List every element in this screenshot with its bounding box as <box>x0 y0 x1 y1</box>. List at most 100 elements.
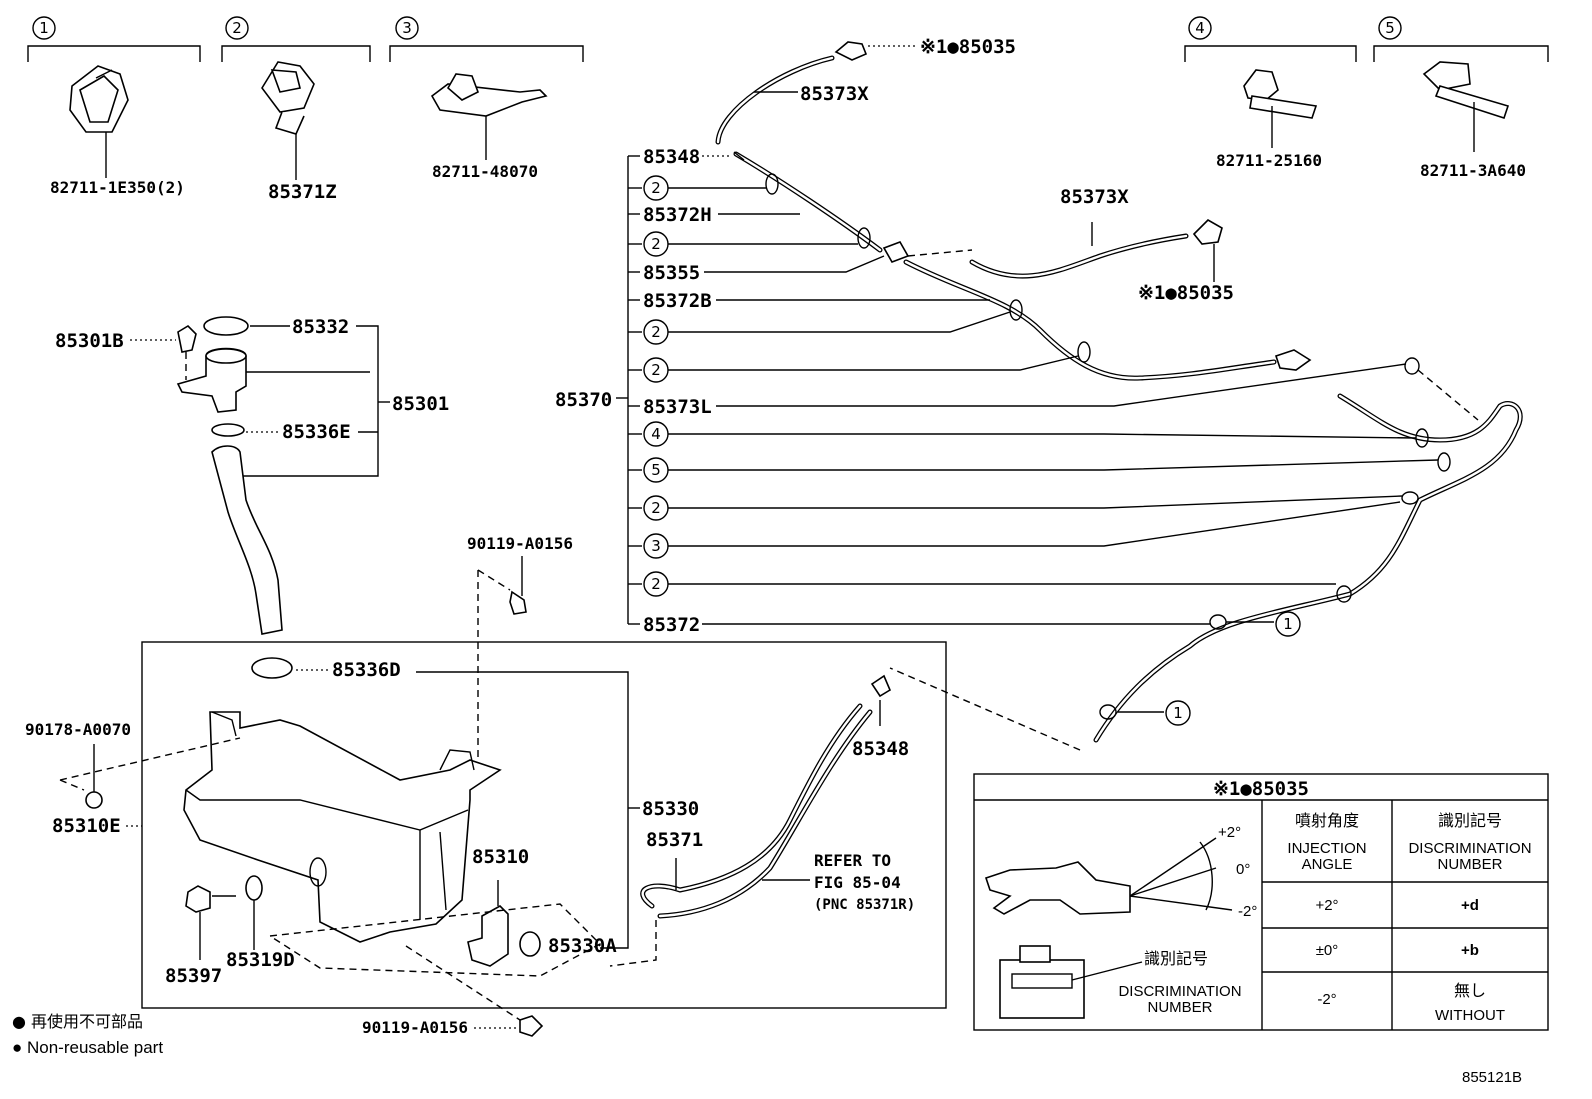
table-title: ※1●85035 <box>1213 778 1309 800</box>
label-85319D: 85319D <box>226 949 295 971</box>
legend-jp: ● 再使用不可部品 <box>12 1012 143 1031</box>
part-82711-3A640: 82711-3A640 <box>1420 161 1526 180</box>
label-85370: 85370 <box>555 389 612 411</box>
grommet-icon <box>245 875 263 901</box>
part-82711-48070: 82711-48070 <box>432 162 538 181</box>
label-85035-mid: ※1●85035 <box>1138 282 1234 304</box>
row-2-angle: ±0° <box>1316 942 1339 959</box>
label-85373X-top: 85373X <box>800 83 869 105</box>
col-injection-en-2: ANGLE <box>1302 856 1353 873</box>
label-90119-bottom: 90119-A0156 <box>362 1018 468 1037</box>
clip-icon <box>177 324 197 353</box>
svg-text:1: 1 <box>1283 615 1293 633</box>
clip-icon <box>1243 69 1318 119</box>
hose-assembly: ※1●85035 85373X 85373X ※1●85035 <box>555 36 1523 751</box>
filler-pipe-icon <box>211 445 283 635</box>
label-85301: 85301 <box>392 393 449 415</box>
pump-icon <box>467 905 509 967</box>
label-85332: 85332 <box>292 316 349 338</box>
label-85372B: 85372B <box>643 290 712 312</box>
row-3-mark-jp: 無し <box>1454 981 1486 1000</box>
part-82711-25160: 82711-25160 <box>1216 151 1322 170</box>
nozzle-icon <box>834 41 868 61</box>
part-82711-1E350: 82711-1E350(2) <box>50 178 185 197</box>
fig-mark-jp: 識別記号 <box>1144 949 1208 968</box>
label-85336E: 85336E <box>282 421 351 443</box>
bolt-icon <box>519 1015 544 1037</box>
svg-text:2: 2 <box>651 179 661 197</box>
clip-icon <box>85 791 103 809</box>
row-3-angle: -2° <box>1317 991 1336 1008</box>
col-discrimination-en-2: NUMBER <box>1437 856 1502 873</box>
tank-assembly: 90119-A0156 85336D 85330 90178-A0070 853… <box>25 534 915 1037</box>
label-90119-top: 90119-A0156 <box>467 534 573 553</box>
svg-text:2: 2 <box>651 235 661 253</box>
group-5: 5 82711-3A640 <box>1373 16 1549 180</box>
label-85330A: 85330A <box>548 935 617 957</box>
refer-line-3: (PNC 85371R) <box>814 897 915 913</box>
clip-icon <box>1422 61 1510 120</box>
connector-icon <box>870 674 892 698</box>
fig-mark-en-1: DISCRIMINATION <box>1118 983 1241 1000</box>
label-85371: 85371 <box>646 829 703 851</box>
col-discrimination-jp: 識別記号 <box>1438 811 1502 830</box>
label-85373X-mid: 85373X <box>1060 186 1129 208</box>
svg-text:2: 2 <box>651 361 661 379</box>
refer-line-1: REFER TO <box>814 851 891 870</box>
fig-mark-en-2: NUMBER <box>1147 999 1212 1016</box>
label-85348-tank: 85348 <box>852 738 909 760</box>
row-1-mark: +d <box>1461 897 1479 914</box>
grommet-icon <box>251 657 293 679</box>
svg-text:4: 4 <box>651 425 661 443</box>
fig-angle-zero: 0° <box>1236 861 1250 878</box>
svg-text:3: 3 <box>402 19 412 37</box>
label-85372: 85372 <box>643 614 700 636</box>
label-90178: 90178-A0070 <box>25 720 131 739</box>
label-85373L: 85373L <box>643 396 712 418</box>
label-85035-top: ※1●85035 <box>920 36 1016 58</box>
label-85330: 85330 <box>642 798 699 820</box>
tank-box <box>141 641 947 1009</box>
col-discrimination-en-1: DISCRIMINATION <box>1408 840 1531 857</box>
check-valve-icon <box>261 61 315 135</box>
label-85310E: 85310E <box>52 815 121 837</box>
label-85348-top: 85348 <box>643 146 700 168</box>
nozzle-icon <box>69 65 129 133</box>
label-85310: 85310 <box>472 846 529 868</box>
svg-text:2: 2 <box>232 19 242 37</box>
group-4: 4 82711-25160 <box>1184 16 1357 170</box>
label-85336D: 85336D <box>332 659 401 681</box>
fig-angle-plus: +2° <box>1218 824 1241 841</box>
group-3: 3 82711-48070 <box>389 16 584 181</box>
refer-line-2: FIG 85-04 <box>814 873 901 892</box>
col-injection-jp: 噴射角度 <box>1295 811 1359 830</box>
cap-icon <box>203 316 249 336</box>
row-3-mark-en: WITHOUT <box>1435 1007 1505 1024</box>
nozzle-table: ※1●85035 噴射角度 INJECTION ANGLE 識別記号 DISCR… <box>973 773 1549 1031</box>
nozzle-spray-figure: +2° 0° -2° <box>984 824 1257 920</box>
group-1: 1 82711-1E350(2) <box>27 16 201 197</box>
washer-tank-icon <box>183 711 502 943</box>
fig-angle-minus: -2° <box>1238 903 1257 920</box>
legend-en: ● Non-reusable part <box>12 1038 163 1057</box>
svg-text:2: 2 <box>651 323 661 341</box>
nozzle-marking-figure: 識別記号 DISCRIMINATION NUMBER <box>999 945 1242 1019</box>
group-2: 2 85371Z <box>221 16 371 203</box>
o-ring-icon <box>211 423 245 437</box>
part-85371Z: 85371Z <box>268 181 337 203</box>
figure-id: 855121B <box>1462 1069 1522 1086</box>
svg-text:5: 5 <box>1385 19 1395 37</box>
filler-assembly: 85301B 85332 85301 85336E <box>55 316 449 635</box>
svg-text:4: 4 <box>1195 19 1205 37</box>
sensor-icon <box>185 885 211 913</box>
nozzle-icon <box>1192 219 1223 245</box>
svg-text:2: 2 <box>651 499 661 517</box>
grommet-icon <box>519 931 541 957</box>
row-1-angle: +2° <box>1315 897 1338 914</box>
label-85301B: 85301B <box>55 330 124 352</box>
svg-text:5: 5 <box>651 461 661 479</box>
label-85397: 85397 <box>165 965 222 987</box>
nozzle-icon <box>1274 349 1312 371</box>
svg-text:2: 2 <box>651 575 661 593</box>
